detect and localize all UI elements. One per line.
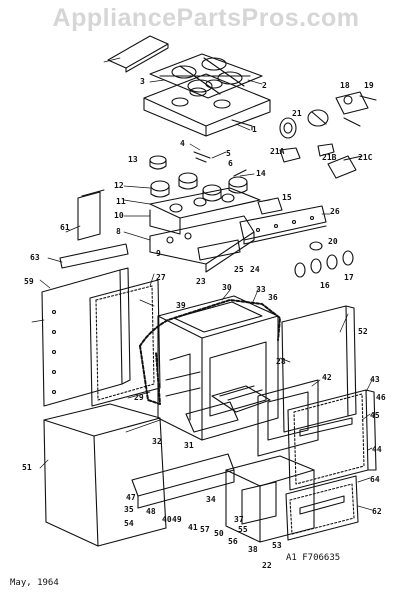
burner-valve-parts	[279, 91, 377, 179]
part-label: 16	[320, 281, 330, 290]
part-label: 14	[256, 169, 266, 178]
part-label: 34	[206, 495, 216, 504]
part-label: 44	[372, 445, 382, 454]
part-label: 24	[250, 265, 260, 274]
part-label: 32	[152, 437, 162, 446]
cooktop-grate	[149, 53, 263, 99]
oven-door-inner	[257, 379, 319, 457]
part-label: 27	[156, 273, 166, 282]
part-label: 61	[60, 223, 70, 232]
drawer-front	[285, 475, 359, 541]
part-label: 64	[370, 475, 380, 484]
part-label: 21	[292, 109, 302, 118]
part-label: 30	[222, 283, 232, 292]
part-label: 21B	[322, 153, 337, 162]
part-label: 12	[114, 181, 124, 190]
part-labels: 3 2 1 18 19 21 21A 21B 21C 4 5 6 13 14 1…	[22, 77, 386, 570]
broiler-drawer	[225, 455, 315, 543]
burner-assembly	[149, 172, 283, 235]
part-label: 28	[276, 357, 286, 366]
part-label: 52	[358, 327, 368, 336]
part-label: 21C	[358, 153, 373, 162]
part-label: 6	[228, 159, 233, 168]
part-label: 26	[330, 207, 340, 216]
part-label: 29	[134, 393, 144, 402]
insulation-blanket	[89, 279, 161, 407]
leader-lines	[31, 57, 373, 511]
part-label: 10	[114, 211, 124, 220]
right-side-panel	[281, 305, 357, 433]
part-label: 63	[30, 253, 40, 262]
part-label: 22	[262, 561, 272, 570]
part-label: 2	[262, 81, 267, 90]
part-label: 8	[116, 227, 121, 236]
part-label: 40	[162, 515, 172, 524]
part-label: 21A	[270, 147, 285, 156]
bottom-base	[43, 403, 235, 547]
part-label: 20	[328, 237, 338, 246]
oven-insulation-wrap	[139, 299, 281, 405]
side-trim	[59, 189, 129, 269]
part-label: 38	[248, 545, 258, 554]
part-label: 11	[116, 197, 126, 206]
part-label: 33	[256, 285, 266, 294]
front-manifold-panel	[149, 215, 255, 273]
part-label: 50	[214, 529, 224, 538]
part-label: 43	[370, 375, 380, 384]
control-knobs	[294, 241, 354, 278]
part-label: 54	[124, 519, 134, 528]
oven-racks	[185, 385, 271, 433]
small-parts	[149, 151, 247, 177]
part-label: 55	[238, 525, 248, 534]
part-label: 15	[282, 193, 292, 202]
part-label: 13	[128, 155, 138, 164]
part-label: 4	[180, 139, 185, 148]
nameplate	[107, 35, 169, 73]
part-label: 51	[22, 463, 32, 472]
part-label: 37	[234, 515, 244, 524]
part-label: 41	[188, 523, 198, 532]
part-label: 48	[146, 507, 156, 516]
part-label: 35	[124, 505, 134, 514]
part-label: 31	[184, 441, 194, 450]
cooktop-pan	[143, 73, 271, 137]
part-label: 9	[156, 249, 161, 258]
part-label: 49	[172, 515, 182, 524]
part-label: 45	[370, 411, 380, 420]
watermark: AppliancePartsPros.com	[52, 4, 360, 32]
part-label: 18	[340, 81, 350, 90]
part-label: 23	[196, 277, 206, 286]
drawing-date: May, 1964	[10, 578, 59, 588]
part-label: 36	[268, 293, 278, 302]
left-side-panel	[41, 267, 131, 407]
part-label: 46	[376, 393, 386, 402]
part-label: 53	[272, 541, 282, 550]
part-label: 47	[126, 493, 136, 502]
control-panel	[239, 205, 327, 245]
part-label: 1	[252, 125, 257, 134]
part-label: 56	[228, 537, 238, 546]
part-label: 42	[322, 373, 332, 382]
part-label: 62	[372, 507, 382, 516]
part-label: 57	[200, 525, 210, 534]
part-label: 5	[226, 149, 231, 158]
oven-door-outer	[287, 389, 377, 491]
part-label: 3	[140, 77, 145, 86]
part-label: 25	[234, 265, 244, 274]
part-label: 19	[364, 81, 374, 90]
part-label: 39	[176, 301, 186, 310]
drawing-code: A1 F706635	[286, 553, 341, 563]
part-label: 59	[24, 277, 34, 286]
part-label: 17	[344, 273, 354, 282]
